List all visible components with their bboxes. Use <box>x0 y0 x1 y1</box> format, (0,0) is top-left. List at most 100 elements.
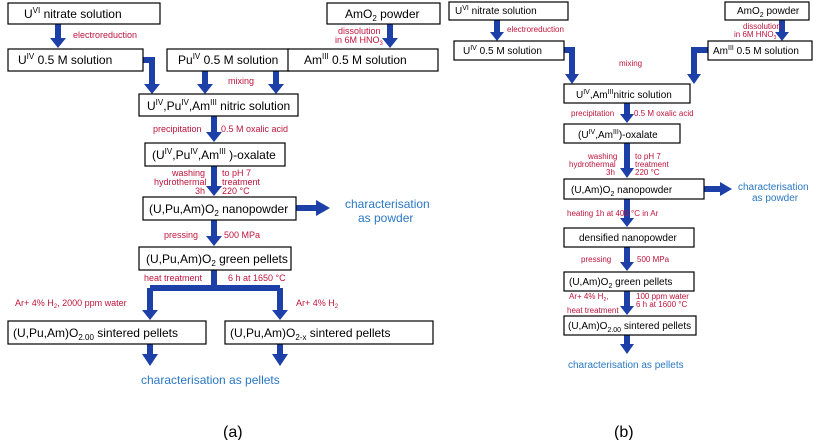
arrow-head-pu4-to-nitric <box>197 84 213 94</box>
arrow-head-split-left <box>142 310 158 320</box>
b-arrow-head-nitric-to-oxalate <box>620 114 634 123</box>
b-characterisation-pellets-label: characterisation as pellets <box>568 360 684 371</box>
b-nitric-solution-text: UIV,AmIIInitric solution <box>576 89 672 101</box>
b-characterisation-powder-label: characterisation <box>738 182 809 193</box>
b-box-nitric-solution <box>563 83 691 104</box>
treatment-label: treatment <box>222 177 261 187</box>
panel-a-outputs: characterisation as powder characterisat… <box>141 197 430 440</box>
b-dissolution-label: dissolution <box>743 22 781 31</box>
washing-label: washing <box>171 168 205 178</box>
precipitation-label: precipitation <box>153 124 202 134</box>
b-arrow-head-u6-to-u4 <box>490 32 504 41</box>
nanopowder-text: (U,Pu,Am)O2 nanopowder <box>149 202 288 218</box>
electroreduction-label: electroreduction <box>73 30 137 40</box>
box-u6-nitrate <box>7 2 161 25</box>
panel-b-box-text: UVI nitrate solution AmO2 powder UIV 0.5… <box>455 5 800 334</box>
dissolution-label: dissolution <box>338 26 381 36</box>
b-oxalate-text: (UIV,AmIII)-oxalate <box>578 129 658 141</box>
b-washing-label: washing <box>587 152 617 161</box>
panel-b-boxes <box>448 1 813 336</box>
am3-solution-text: AmIII 0.5 M solution <box>304 52 407 67</box>
b-arrow-head-densified-to-green <box>620 262 634 271</box>
atmosphere-right-label: Ar+ 4% H2 <box>296 298 339 310</box>
panel-a-step-labels: electroreduction dissolution in 6M HNO3 … <box>15 26 384 310</box>
arrow-head-nitric-to-oxalate <box>206 132 222 142</box>
box-am3-solution <box>287 48 439 72</box>
b-box-u6-nitrate <box>448 1 569 21</box>
panel-b-step-labels: electroreduction dissolution in 6M HNO3 … <box>507 22 781 315</box>
b-water-label: 100 ppm water <box>636 292 689 301</box>
u4-solution-text: UIV 0.5 M solution <box>18 52 112 67</box>
caption-b: (b) <box>614 424 634 440</box>
b-hydrothermal-label: hydrothermal <box>569 160 616 169</box>
b-temp-220-label: 220 °C <box>635 168 660 177</box>
b-arrow-head-nanopowder-to-densified <box>620 218 634 227</box>
arrow-head-u6-to-u4 <box>50 38 66 48</box>
panel-a-box-text: UVI nitrate solution AmO2 powder UIV 0.5… <box>13 6 420 342</box>
characterisation-powder-label: characterisation <box>345 197 430 211</box>
b-arrow-head-oxalate-to-nanopowder <box>620 168 634 178</box>
atmosphere-left-label: Ar+ 4% H2, 2000 ppm water <box>15 298 127 310</box>
b-box-u4-solution <box>453 40 565 61</box>
nitric-solution-text: UIV,PuIV,AmIII nitric solution <box>147 98 290 113</box>
hydrothermal-label: hydrothermal <box>154 177 207 187</box>
arrow-u4-to-nitric <box>143 57 155 86</box>
b-atmosphere-label: Ar+ 4% H2, <box>569 292 608 303</box>
b-dissolution-acid-label: in 6M HNO3 <box>734 30 777 41</box>
arrow-head-split-right <box>272 310 288 320</box>
b-heat-treatment-label: heat treatment <box>567 306 619 315</box>
pressure-label: 500 MPa <box>224 230 260 240</box>
b-box-sintered <box>563 315 697 336</box>
panel-a-arrows <box>50 22 398 366</box>
arrow-head-nanopowder-to-characterisation <box>316 200 330 216</box>
b-arrow-head-green-to-sintered <box>620 306 634 315</box>
panel-b-arrows <box>490 20 789 354</box>
arrow-head-left-to-characterisation <box>142 354 158 366</box>
u6-nitrate-text: UVI nitrate solution <box>24 6 122 21</box>
b-characterisation-powder-label-2: as powder <box>752 193 799 204</box>
b-sintered-text: (U,Am)O2.00 sintered pellets <box>568 321 691 334</box>
pressing-label: pressing <box>164 230 198 240</box>
b-arrow-head-am3-to-nitric <box>687 74 701 84</box>
sintered-200-text: (U,Pu,Am)O2.00 sintered pellets <box>13 326 178 342</box>
box-oxalate <box>144 142 286 167</box>
b-treatment-label: treatment <box>635 160 670 169</box>
box-amo2-powder <box>326 2 441 25</box>
box-u4-solution <box>7 48 144 72</box>
heat-treatment-label: heat treatment <box>144 273 203 283</box>
heat-conditions-label: 6 h at 1650 °C <box>228 273 286 283</box>
arrow-head-right-to-characterisation <box>272 354 288 366</box>
b-nanopowder-text: (U,Am)O2 nanopowder <box>571 185 673 198</box>
b-ph7-label: to pH 7 <box>635 152 661 161</box>
b-box-amo2-powder <box>724 1 810 21</box>
b-box-nanopowder <box>563 178 705 200</box>
b-electroreduction-label: electroreduction <box>507 25 564 34</box>
caption-a: (a) <box>223 424 243 440</box>
box-nanopowder <box>142 196 297 221</box>
sintered-2x-text: (U,Pu,Am)O2-x sintered pellets <box>230 326 391 342</box>
amo2-powder-text: AmO2 powder <box>345 7 420 23</box>
box-sintered-200 <box>7 320 207 345</box>
oxalic-acid-label: 0.5 M oxalic acid <box>221 124 288 134</box>
arrow-head-am3-to-nitric <box>268 84 284 94</box>
arrow-head-u4-to-nitric <box>144 84 160 94</box>
b-u6-nitrate-text: UVI nitrate solution <box>455 5 537 17</box>
green-pellets-text: (U,Pu,Am)O2 green pellets <box>146 252 288 268</box>
b-am3-solution-text: AmIII 0.5 M solution <box>713 45 799 57</box>
b-green-pellets-text: (U,Am)O2 green pellets <box>569 277 672 290</box>
panel-a-boxes <box>7 2 441 345</box>
b-box-am3-solution <box>707 40 813 61</box>
box-nitric-solution <box>138 93 299 117</box>
b-arrow-head-sintered-to-characterisation <box>620 344 634 354</box>
dissolution-acid-label: in 6M HNO3 <box>335 35 384 47</box>
arrow-head-amo2-to-am3 <box>382 38 398 48</box>
box-sintered-2x <box>224 320 434 345</box>
oxalate-text: (UIV,PuIV,AmIII )-oxalate <box>152 147 276 162</box>
duration-3h-label: 3h <box>195 186 205 196</box>
panel-b-outputs: characterisation as powder characterisat… <box>568 182 809 440</box>
b-arrow-head-u4-to-nitric <box>565 74 579 84</box>
b-arrow-head-amo2-to-am3 <box>775 32 789 41</box>
b-arrow-head-nanopowder-to-characterisation <box>720 182 732 196</box>
